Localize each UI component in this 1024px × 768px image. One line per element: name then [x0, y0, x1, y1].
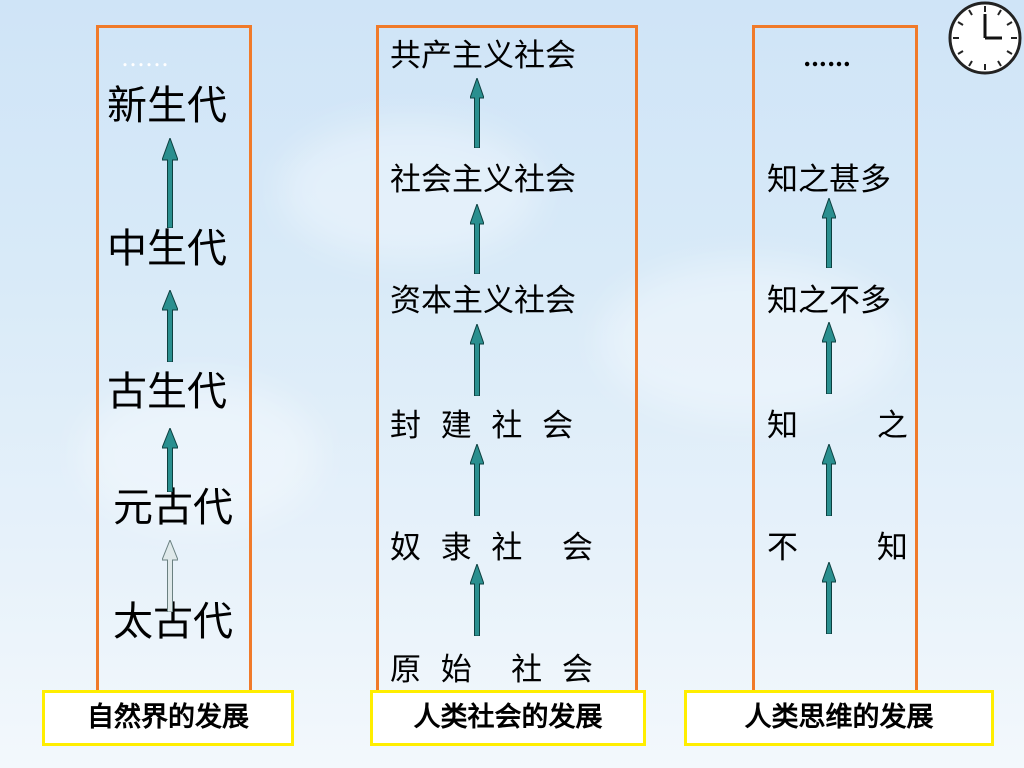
up-arrow-icon	[470, 324, 484, 396]
thinking-item-know: 知 之	[767, 408, 908, 444]
society-item-primitive: 原 始 社 会	[390, 652, 593, 688]
up-arrow-icon	[470, 204, 484, 274]
nature-item-ellipsis: ……	[121, 44, 169, 72]
society-development-label: 人类社会的发展	[370, 690, 646, 746]
up-arrow-icon	[470, 564, 484, 636]
up-arrow-icon	[162, 290, 178, 362]
nature-item-proterozoic: 元古代	[113, 485, 233, 531]
thinking-item-not-know: 不 知	[767, 530, 908, 566]
up-arrow-icon	[822, 322, 836, 394]
up-arrow-icon	[162, 428, 178, 492]
up-arrow-icon	[822, 444, 836, 516]
thinking-item-ellipsis: ……	[803, 43, 851, 72]
society-item-capitalist: 资本主义社会	[390, 283, 576, 319]
thinking-column: …… 知之甚多 知之不多 知 之 不 知	[752, 25, 918, 693]
nature-item-mesozoic: 中生代	[107, 226, 227, 272]
society-item-slave: 奴 隶 社 会	[390, 530, 593, 566]
nature-item-cenozoic: 新生代	[107, 83, 227, 129]
society-item-feudal: 封 建 社 会	[390, 408, 574, 444]
up-arrow-icon	[822, 198, 836, 268]
society-item-communist: 共产主义社会	[390, 38, 576, 74]
nature-development-label: 自然界的发展	[42, 690, 294, 746]
thinking-development-label: 人类思维的发展	[684, 690, 994, 746]
up-arrow-icon	[162, 138, 178, 228]
clock-icon	[948, 1, 1022, 75]
up-arrow-icon	[470, 78, 484, 148]
nature-item-paleozoic: 古生代	[107, 369, 227, 415]
up-arrow-icon	[822, 562, 836, 634]
society-column: 共产主义社会 社会主义社会 资本主义社会 封 建 社 会 奴 隶 社 会 原 始…	[376, 25, 638, 693]
society-item-socialist: 社会主义社会	[390, 162, 576, 198]
nature-column: …… 新生代 中生代 古生代 元古代 太古代	[96, 25, 252, 693]
thinking-item-know-little: 知之不多	[767, 283, 891, 319]
up-arrow-icon	[470, 444, 484, 516]
thinking-item-know-much: 知之甚多	[767, 162, 891, 198]
up-arrow-icon	[162, 540, 178, 612]
